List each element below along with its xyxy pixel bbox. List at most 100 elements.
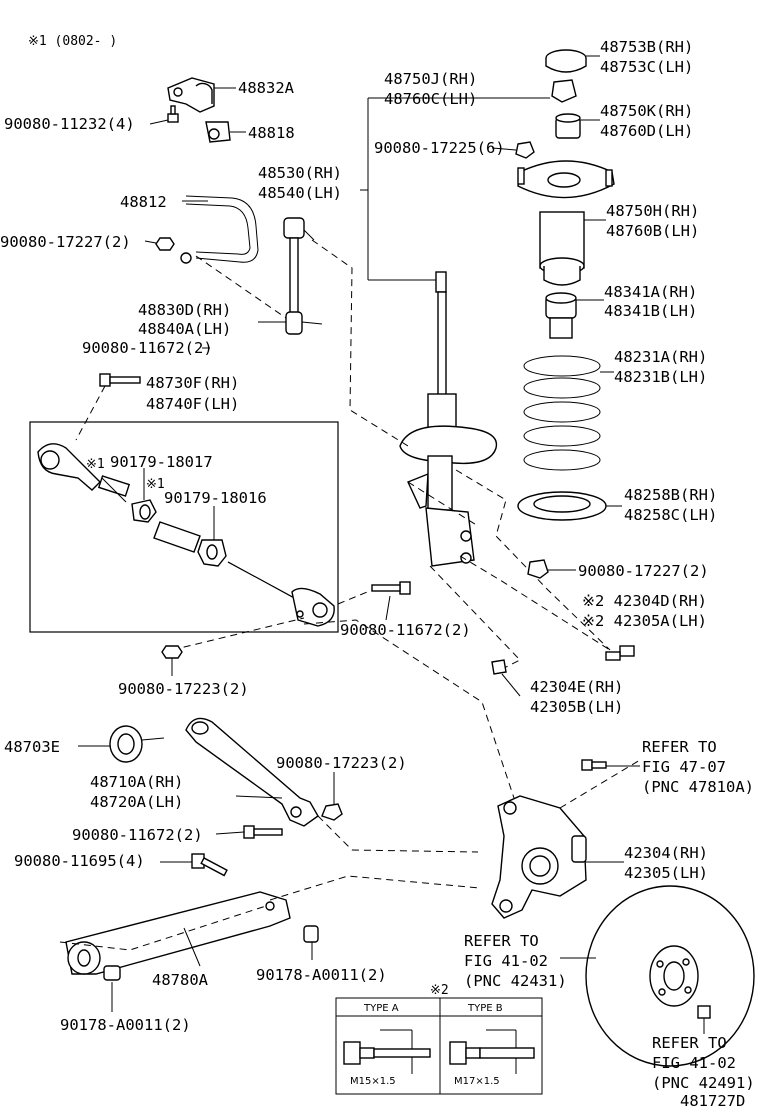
label-48231-lh: 48231B(LH)	[614, 368, 707, 386]
stabilizer-link-48830d	[283, 217, 323, 335]
label-42304e-rh: 42304E(RH)	[530, 678, 623, 696]
label-42304-lh: 42305(LH)	[624, 864, 708, 882]
bushing-48818	[205, 121, 231, 143]
bolt-90178-a	[103, 965, 121, 981]
mark-1b: ※1	[146, 477, 165, 492]
bolt-ref-4707	[581, 759, 607, 771]
ref-4707-line1: REFER TO	[642, 738, 717, 756]
label-48818: 48818	[248, 124, 295, 142]
type-a-header: TYPE A	[363, 1003, 399, 1014]
hub-bolt-42304d	[605, 645, 635, 661]
label-48258-rh: 48258B(RH)	[624, 486, 717, 504]
nut-90179-18017	[131, 499, 157, 523]
arm-48780a	[65, 891, 291, 975]
label-90178-b: 90178-A0011(2)	[256, 966, 387, 984]
ref-4707-line3: (PNC 47810A)	[642, 778, 754, 796]
label-48832a: 48832A	[238, 79, 295, 97]
label-48750k-rh: 48750K(RH)	[600, 102, 693, 120]
label-90080-11672-b: 90080-11672(2)	[340, 621, 471, 639]
insulator-48258b	[517, 491, 607, 521]
coil-spring-48231a	[523, 355, 601, 471]
bushing-48750k	[555, 113, 581, 139]
label-48710-rh: 48710A(RH)	[90, 773, 183, 791]
label-48258-lh: 48258C(LH)	[624, 506, 717, 524]
nut-90080-17225	[515, 141, 535, 159]
label-48750h-lh: 48760B(LH)	[606, 222, 699, 240]
label-48231-rh: 48231A(RH)	[614, 348, 707, 366]
stabilizer-bar-48812	[180, 195, 259, 264]
brake-disc	[585, 885, 755, 1067]
ref-4102a-line2: FIG 41-02	[464, 952, 548, 970]
bump-stop-48341a	[545, 292, 577, 339]
label-90080-17223-b: 90080-17223(2)	[276, 754, 407, 772]
sleeve-adjust	[153, 521, 201, 553]
label-48530-rh: 48530(RH)	[258, 164, 342, 182]
label-48703e: 48703E	[4, 738, 60, 756]
label-42304d-lh: ※2 42305A(LH)	[582, 612, 707, 630]
hub-bolt-type-a	[343, 1029, 431, 1074]
ref-4102b-line1: REFER TO	[652, 1034, 727, 1052]
arm-48710a	[185, 717, 319, 827]
cap-48753b	[545, 49, 587, 73]
label-48750j-rh: 48750J(RH)	[384, 70, 477, 88]
label-90080-11672-c: 90080-11672(2)	[72, 826, 203, 844]
label-90080-11695: 90080-11695(4)	[14, 852, 145, 870]
label-90080-11232: 90080-11232(4)	[4, 115, 135, 133]
type-a-size: M15×1.5	[350, 1076, 396, 1087]
arm-48730f	[37, 443, 131, 503]
nut-90179-18016	[197, 539, 227, 567]
label-48753-rh: 48753B(RH)	[600, 38, 693, 56]
screw-ref-4102b	[697, 1005, 711, 1019]
diagram-id: 481727D	[680, 1092, 745, 1110]
note-type: ※2	[430, 983, 449, 998]
label-48750k-lh: 48760D(LH)	[600, 122, 693, 140]
nut-48750j	[551, 79, 577, 103]
label-48341-rh: 48341A(RH)	[604, 283, 697, 301]
knuckle-42304	[491, 795, 587, 919]
label-48710-lh: 48720A(LH)	[90, 793, 183, 811]
bushing-48703e	[109, 725, 165, 763]
nut-90080-17227-b	[527, 559, 549, 579]
ref-4102a-line1: REFER TO	[464, 932, 539, 950]
upper-support-48750h	[517, 160, 615, 286]
bolt-90080-11672-b	[371, 581, 411, 595]
nut-90080-17223-a	[161, 645, 183, 659]
label-48830-lh: 48840A(LH)	[138, 320, 231, 338]
ref-4102a-line3: (PNC 42431)	[464, 972, 567, 990]
bolt-90080-11672-a	[99, 373, 141, 387]
label-90080-17227-a: 90080-17227(2)	[0, 233, 131, 251]
label-48750j-lh: 48760C(LH)	[384, 90, 477, 108]
bolt-90080-11695	[191, 853, 228, 877]
label-42304e-lh: 42305B(LH)	[530, 698, 623, 716]
label-90179-18016: 90179-18016	[164, 489, 267, 507]
label-48830-rh: 48830D(RH)	[138, 301, 231, 319]
nut-90080-17223-b	[321, 803, 343, 821]
nut-90080-17227-a	[155, 237, 175, 251]
label-48812: 48812	[120, 193, 167, 211]
type-b-size: M17×1.5	[454, 1076, 500, 1087]
part-42304e	[491, 659, 507, 675]
label-90178-a: 90178-A0011(2)	[60, 1016, 191, 1034]
bolt-90178-b	[303, 925, 319, 943]
label-48750h-rh: 48750H(RH)	[606, 202, 699, 220]
note-top: ※1 (0802- )	[28, 34, 117, 49]
bolt-90080-11672-c	[243, 825, 283, 839]
bolt-90080-11232	[167, 105, 179, 123]
bracket-48832a	[167, 77, 215, 113]
label-48530-lh: 48540(LH)	[258, 184, 342, 202]
label-90080-17225: 90080-17225(6)	[374, 139, 505, 157]
strut-48530	[399, 271, 498, 567]
label-42304-rh: 42304(RH)	[624, 844, 708, 862]
label-90080-11672-a: 90080-11672(2)	[82, 339, 213, 357]
label-42304d-rh: ※2 42304D(RH)	[582, 592, 707, 610]
label-48341-lh: 48341B(LH)	[604, 302, 697, 320]
rod-48730f	[227, 561, 335, 627]
hub-bolt-type-b	[449, 1029, 535, 1074]
ref-4102b-line3: (PNC 42491)	[652, 1074, 755, 1092]
ref-4102b-line2: FIG 41-02	[652, 1054, 736, 1072]
type-b-header: TYPE B	[467, 1003, 503, 1014]
label-90179-18017: 90179-18017	[110, 453, 213, 471]
label-48730-rh: 48730F(RH)	[146, 374, 239, 392]
